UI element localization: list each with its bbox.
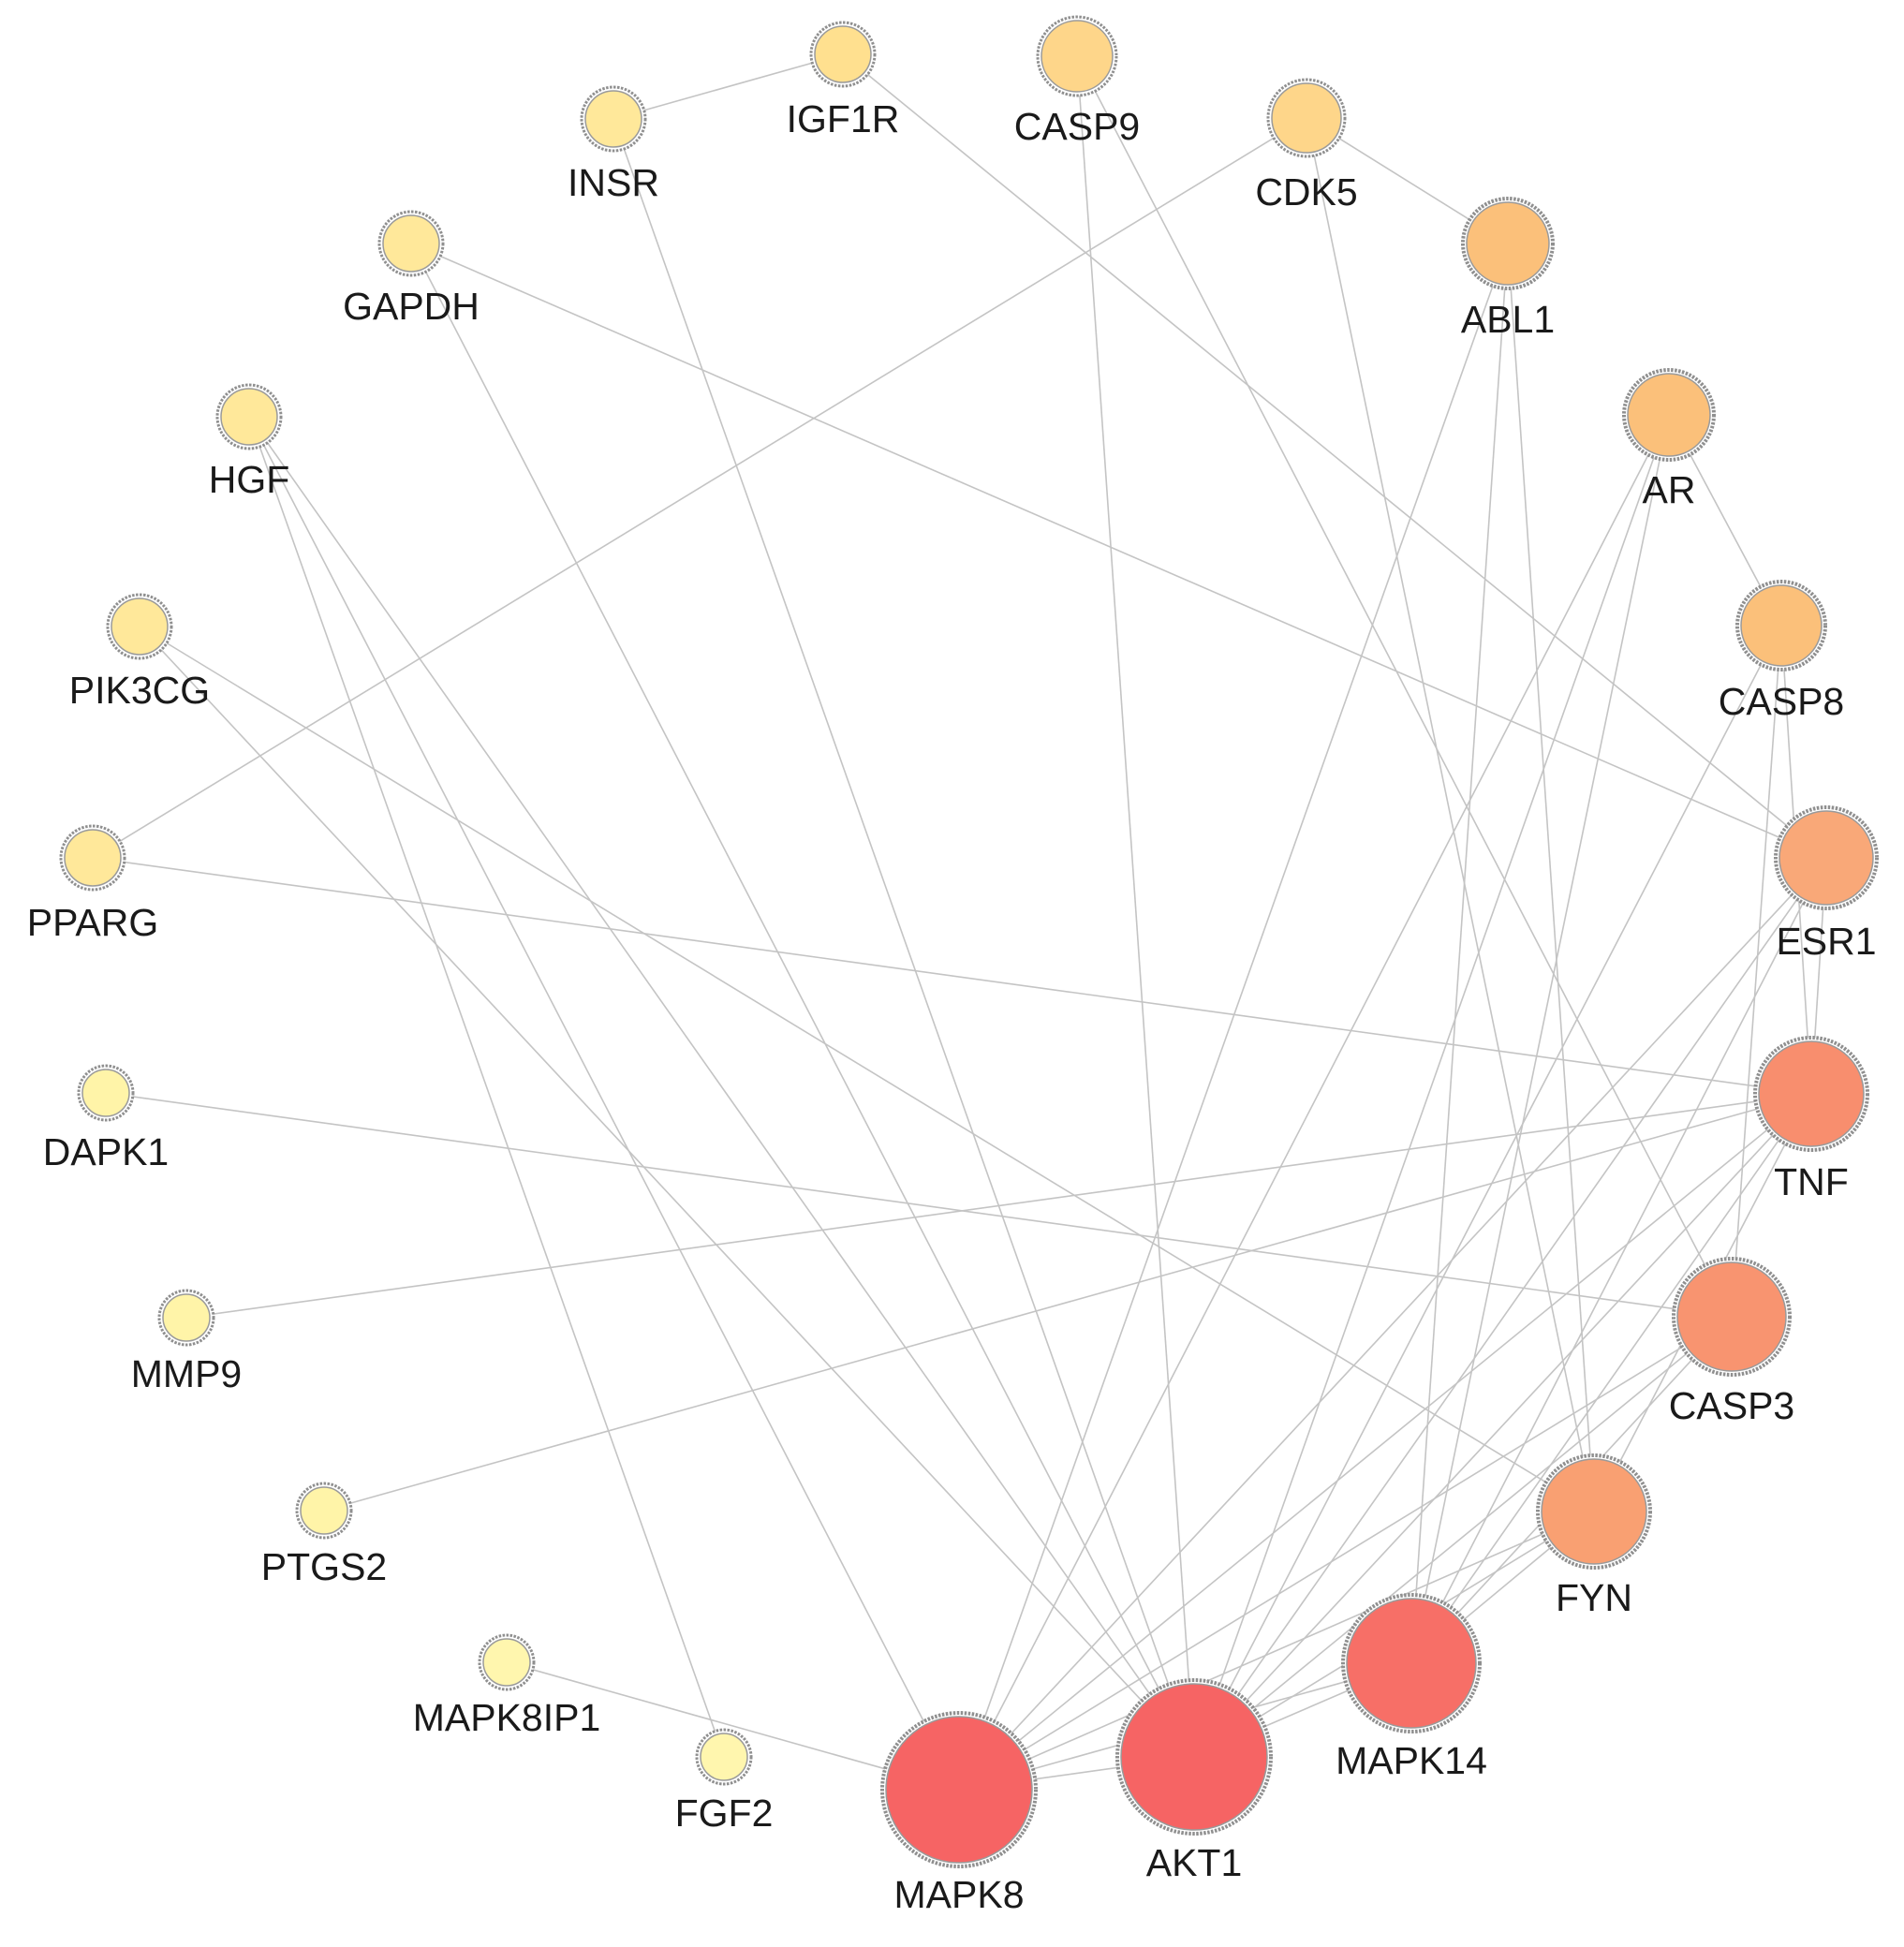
edge-casp9-akt1 (1076, 55, 1195, 1758)
node-mmp9[interactable] (162, 1293, 211, 1342)
edge-pik3cg-fyn (139, 626, 1595, 1512)
node-label-esr1: ESR1 (1776, 920, 1876, 963)
node-label-mmp9: MMP9 (131, 1352, 242, 1395)
node-tnf[interactable] (1758, 1040, 1865, 1147)
node-label-gapdh: GAPDH (343, 285, 480, 328)
node-label-igf1r: IGF1R (787, 97, 900, 140)
edge-esr1-mapk8 (958, 857, 1827, 1791)
node-label-ar: AR (1643, 468, 1696, 511)
node-igf1r[interactable] (814, 25, 872, 83)
edge-casp3-akt1 (1193, 1316, 1733, 1758)
node-insr[interactable] (584, 90, 642, 148)
edge-gapdh-esr1 (410, 243, 1827, 859)
node-akt1[interactable] (1120, 1683, 1268, 1831)
node-casp8[interactable] (1740, 584, 1823, 667)
node-label-abl1: ABL1 (1461, 298, 1555, 341)
node-casp9[interactable] (1041, 20, 1114, 93)
edge-layer (92, 53, 1827, 1791)
edge-abl1-mapk8 (958, 243, 1509, 1791)
edge-tnf-mapk14 (1410, 1093, 1812, 1664)
node-label-dapk1: DAPK1 (43, 1130, 169, 1173)
node-label-hgf: HGF (209, 458, 290, 501)
node-hgf[interactable] (220, 388, 278, 446)
edge-dapk1-casp3 (105, 1092, 1733, 1318)
edge-casp3-mapk8 (958, 1316, 1733, 1791)
edge-tnf-mapk8 (958, 1093, 1812, 1791)
edge-esr1-mapk14 (1410, 857, 1827, 1664)
edge-abl1-fyn (1507, 243, 1595, 1512)
node-fgf2[interactable] (700, 1733, 748, 1781)
node-fyn[interactable] (1541, 1458, 1647, 1565)
node-label-casp8: CASP8 (1719, 680, 1844, 723)
edge-pik3cg-akt1 (139, 626, 1195, 1758)
edge-ar-mapk8 (958, 414, 1670, 1791)
node-mapk14[interactable] (1346, 1598, 1477, 1729)
edge-cdk5-pparg (92, 117, 1307, 859)
edge-gapdh-akt1 (410, 243, 1195, 1758)
node-cdk5[interactable] (1271, 82, 1342, 154)
edge-esr1-akt1 (1193, 857, 1827, 1758)
edge-insr-igf1r (613, 53, 844, 120)
node-label-tnf: TNF (1774, 1160, 1849, 1203)
node-pik3cg[interactable] (111, 597, 169, 656)
edge-cdk5-fyn (1306, 117, 1595, 1512)
node-mapk8ip1[interactable] (482, 1638, 531, 1687)
edge-casp9-casp3 (1076, 55, 1733, 1318)
node-label-fgf2: FGF2 (675, 1792, 774, 1835)
edge-pparg-tnf (92, 857, 1812, 1095)
edge-mapk8ip1-mapk8 (506, 1661, 960, 1791)
node-label-akt1: AKT1 (1146, 1841, 1243, 1884)
edge-abl1-mapk14 (1410, 243, 1509, 1664)
node-label-pparg: PPARG (27, 901, 159, 944)
node-pparg[interactable] (64, 829, 122, 887)
edge-insr-akt1 (613, 118, 1195, 1758)
node-abl1[interactable] (1466, 201, 1550, 286)
node-ptgs2[interactable] (300, 1486, 348, 1535)
edge-mmp9-tnf (185, 1093, 1812, 1319)
node-label-mapk14: MAPK14 (1336, 1739, 1487, 1782)
edge-hgf-mapk8 (248, 416, 960, 1791)
edge-hgf-akt1 (248, 416, 1195, 1758)
edge-tnf-akt1 (1193, 1093, 1812, 1758)
node-mapk8[interactable] (885, 1716, 1033, 1864)
edge-hgf-fgf2 (248, 416, 725, 1758)
node-label-pik3cg: PIK3CG (69, 669, 210, 712)
node-label-casp9: CASP9 (1014, 105, 1140, 148)
node-label-mapk8: MAPK8 (894, 1873, 1025, 1916)
node-dapk1[interactable] (81, 1069, 130, 1117)
edge-ar-mapk14 (1410, 414, 1670, 1664)
node-esr1[interactable] (1779, 810, 1874, 906)
node-casp3[interactable] (1676, 1261, 1787, 1372)
edge-casp8-casp3 (1731, 625, 1782, 1318)
node-gapdh[interactable] (382, 214, 440, 273)
edge-fyn-mapk8 (958, 1511, 1595, 1791)
node-label-cdk5: CDK5 (1255, 170, 1357, 214)
edge-casp8-akt1 (1193, 625, 1782, 1758)
edge-ptgs2-tnf (323, 1093, 1812, 1512)
node-label-ptgs2: PTGS2 (261, 1545, 387, 1588)
edge-igf1r-esr1 (842, 53, 1827, 859)
node-ar[interactable] (1627, 373, 1711, 457)
node-layer (59, 15, 1879, 1868)
node-label-mapk8ip1: MAPK8IP1 (413, 1696, 601, 1739)
node-label-fyn: FYN (1556, 1576, 1632, 1619)
node-label-casp3: CASP3 (1669, 1384, 1794, 1427)
node-label-insr: INSR (568, 161, 659, 204)
